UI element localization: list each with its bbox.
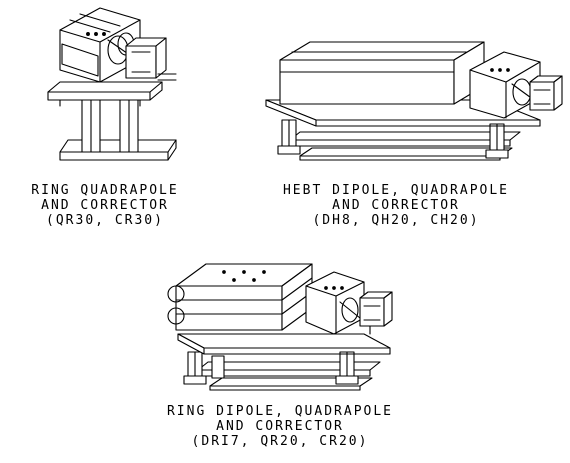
- hebt-dipole-caption: HEBT DIPOLE, QUADRAPOLE AND CORRECTOR (D…: [236, 183, 556, 228]
- ring-quadrapole-caption: RING QUADRAPOLE AND CORRECTOR (QR30, CR3…: [0, 183, 210, 228]
- ring-quad-support-columns: [81, 99, 139, 153]
- ring-quad-base-plate: [59, 139, 177, 161]
- hebt-base-frame: [289, 131, 521, 161]
- ring-dipole-quadrapole: [305, 271, 365, 335]
- ring-quad-platform: [47, 81, 163, 107]
- ring-quad-corrector: [125, 37, 177, 81]
- caption-line: (QR30, CR30): [46, 213, 164, 228]
- hebt-dipole-drawing: [265, 41, 563, 161]
- ring-quadrapole-drawing: [47, 7, 177, 161]
- caption-line: (DH8, QH20, CH20): [312, 213, 480, 228]
- hebt-jack-stands: [277, 119, 509, 159]
- ring-dipole-caption: RING DIPOLE, QUADRAPOLE AND CORRECTOR (D…: [130, 404, 430, 449]
- caption-line: HEBT DIPOLE, QUADRAPOLE: [282, 183, 509, 198]
- caption-line: RING DIPOLE, QUADRAPOLE: [166, 404, 393, 419]
- caption-line: AND CORRECTOR: [41, 198, 169, 213]
- hebt-dipole-magnet: [279, 41, 485, 105]
- ring-dipole-corrector: [359, 291, 393, 335]
- ring-dipole-magnet: [167, 263, 313, 331]
- caption-line: AND CORRECTOR: [216, 419, 344, 434]
- hebt-corrector: [529, 75, 563, 111]
- ring-dipole-base-frame: [197, 361, 381, 391]
- caption-line: RING QUADRAPOLE: [31, 183, 179, 198]
- ring-dipole-support-plate: [177, 333, 391, 355]
- caption-line: (DRI7, QR20, CR20): [191, 434, 369, 449]
- ring-dipole-jack-stands: [183, 351, 359, 385]
- ring-dipole-drawing: [167, 263, 393, 391]
- ring-quad-magnet-yoke: [59, 7, 141, 83]
- caption-line: AND CORRECTOR: [332, 198, 460, 213]
